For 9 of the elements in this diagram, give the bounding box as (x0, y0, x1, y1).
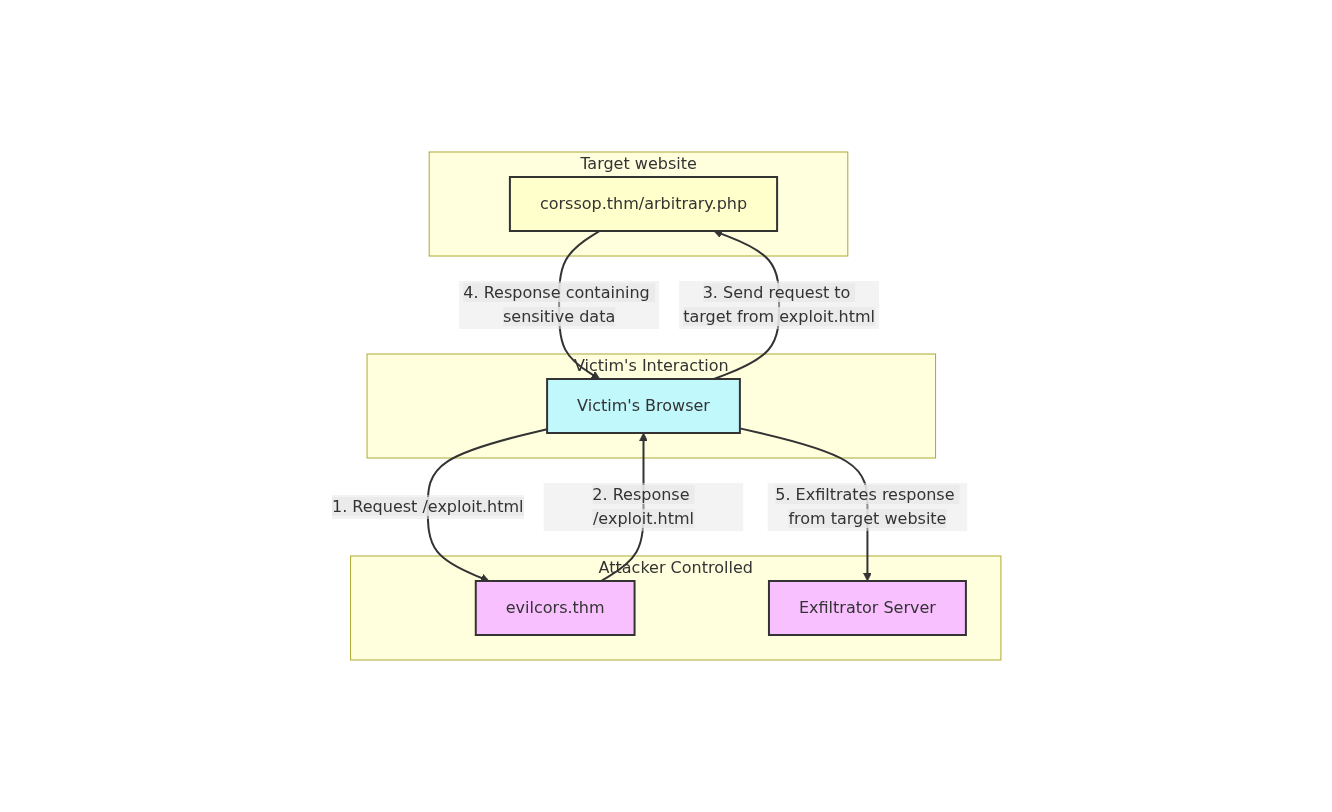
node-box: Exfiltrator Server (767, 580, 967, 636)
node-box: corssop.thm/arbitrary.php (508, 176, 778, 232)
node-box: evilcors.thm (474, 580, 636, 636)
edge-label: 2. Response /exploit.html (591, 485, 694, 528)
edge-label: 1. Request /exploit.html (331, 497, 524, 516)
edge-label: 4. Response containing sensitive data (462, 283, 650, 326)
node-box: Victim's Browser (545, 378, 741, 434)
edge-label: 5. Exfiltrates response from target website (774, 485, 955, 528)
edge-label: 3. Send request to target from exploit.html (682, 283, 875, 326)
